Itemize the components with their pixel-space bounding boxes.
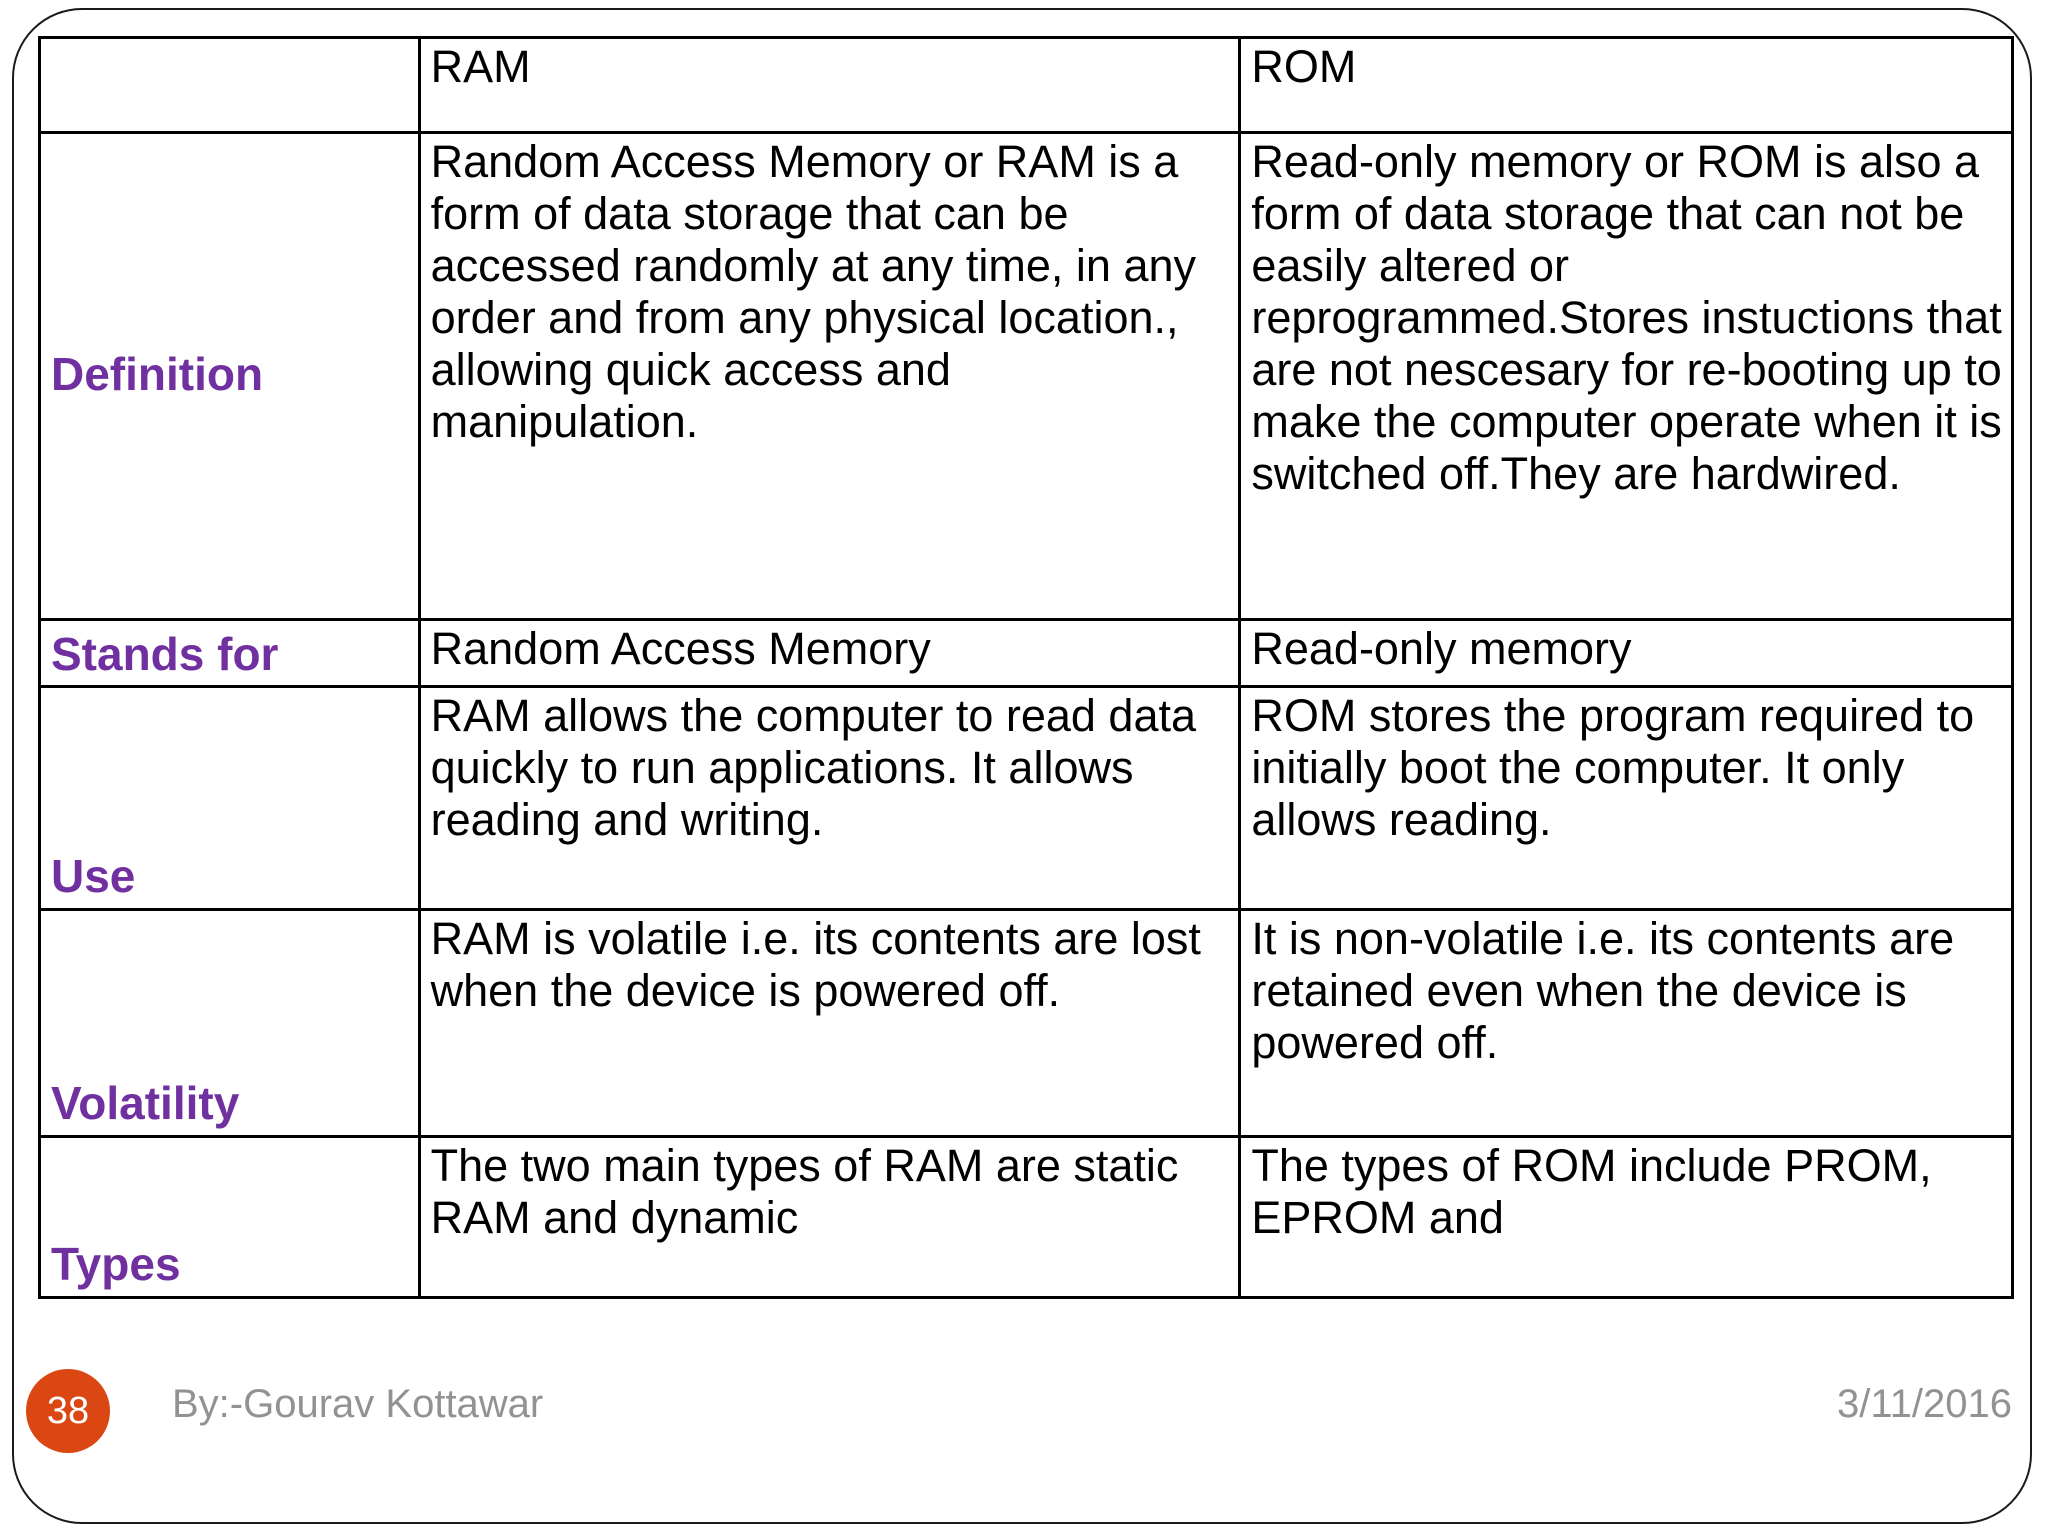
- table-row-stands-for: Stands for Random Access Memory Read-onl…: [38, 618, 2014, 688]
- cell-use-ram: RAM allows the computer to read data qui…: [417, 685, 1242, 911]
- cell-types-rom: The types of ROM include PROM, EPROM and: [1238, 1135, 2014, 1299]
- cell-volatility-ram: RAM is volatile i.e. its contents are lo…: [417, 908, 1242, 1138]
- cell-stands-for-rom: Read-only memory: [1238, 618, 2014, 688]
- header-cell-blank: [38, 36, 421, 134]
- header-cell-rom: ROM: [1238, 36, 2014, 134]
- row-label-use: Use: [38, 685, 421, 911]
- row-label-definition: Definition: [38, 131, 421, 621]
- table-row-definition: Definition Random Access Memory or RAM i…: [38, 131, 2014, 621]
- ram-rom-comparison-table: RAM ROM Definition Random Access Memory …: [38, 36, 2014, 1299]
- cell-definition-rom: Read-only memory or ROM is also a form o…: [1238, 131, 2014, 621]
- table-row-volatility: Volatility RAM is volatile i.e. its cont…: [38, 908, 2014, 1138]
- page-number-badge: 38: [26, 1369, 110, 1453]
- table-row-types: Types The two main types of RAM are stat…: [38, 1135, 2014, 1299]
- row-label-types: Types: [38, 1135, 421, 1299]
- cell-stands-for-ram: Random Access Memory: [417, 618, 1242, 688]
- footer-author-text: By:-Gourav Kottawar: [172, 1382, 544, 1426]
- row-label-volatility: Volatility: [38, 908, 421, 1138]
- table-row-use: Use RAM allows the computer to read data…: [38, 685, 2014, 911]
- header-cell-ram: RAM: [417, 36, 1242, 134]
- row-label-stands-for: Stands for: [38, 618, 421, 688]
- cell-use-rom: ROM stores the program required to initi…: [1238, 685, 2014, 911]
- table-header-row: RAM ROM: [38, 36, 2014, 134]
- cell-volatility-rom: It is non-volatile i.e. its contents are…: [1238, 908, 2014, 1138]
- footer-date-text: 3/11/2016: [1837, 1382, 2012, 1426]
- cell-definition-ram: Random Access Memory or RAM is a form of…: [417, 131, 1242, 621]
- cell-types-ram: The two main types of RAM are static RAM…: [417, 1135, 1242, 1299]
